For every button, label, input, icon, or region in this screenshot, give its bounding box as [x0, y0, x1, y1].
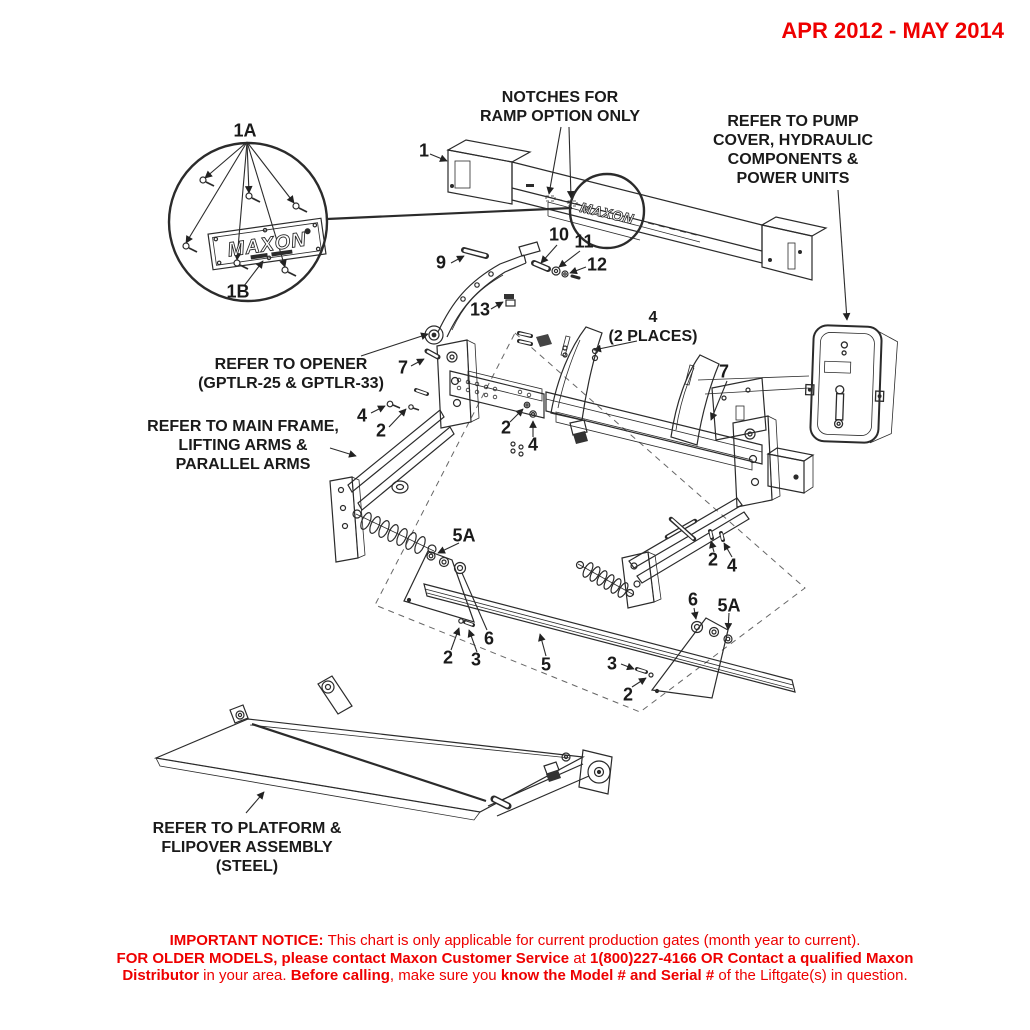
part-label: 5A — [717, 595, 741, 616]
part-label: 4 — [356, 405, 368, 426]
callout-line: COMPONENTS & — [727, 151, 859, 168]
part-label: 11 — [574, 231, 594, 252]
callout-line: FLIPOVER ASSEMBLY — [161, 839, 333, 856]
callout-line: REFER TO OPENER — [214, 356, 368, 373]
callout-line: (2 PLACES) — [608, 328, 698, 345]
part-label: 12 — [586, 254, 608, 275]
platform-assembly — [153, 675, 613, 821]
part-label: 5A — [452, 525, 476, 546]
callout-two-places: 4 (2 PLACES) — [609, 308, 698, 346]
rivet-icons — [182, 176, 308, 277]
callout-platform: REFER TO PLATFORM & FLIPOVER ASSEMBLY (S… — [153, 819, 342, 876]
part-label: 1 — [418, 140, 430, 161]
callout-line: LIFTING ARMS & — [178, 437, 308, 454]
callout-line: REFER TO PUMP — [727, 113, 859, 130]
part-label: 3 — [470, 649, 482, 670]
notice-line: Distributor in your area. Before calling… — [122, 967, 908, 984]
callout-pump: REFER TO PUMP COVER, HYDRAULIC COMPONENT… — [713, 112, 873, 188]
part-label: 2 — [375, 420, 387, 441]
notice-line: IMPORTANT NOTICE: This chart is only app… — [169, 932, 861, 949]
maxon-logo-on-beam: MAXON — [579, 199, 636, 227]
part-label: 7 — [718, 361, 730, 382]
part-label: 6 — [687, 589, 699, 610]
opener-arm — [424, 241, 581, 345]
right-lifting-arm — [575, 415, 815, 609]
part-label: 13 — [469, 299, 491, 320]
important-notice: IMPORTANT NOTICE: This chart is only app… — [0, 932, 1030, 985]
part-label: 4 — [527, 434, 539, 455]
part-label: 4 — [726, 555, 738, 576]
notice-line: FOR OLDER MODELS, please contact Maxon C… — [116, 949, 914, 967]
callout-line: POWER UNITS — [736, 170, 850, 187]
pump-cover — [697, 324, 898, 444]
part-label: 1B — [226, 281, 250, 302]
part-label: 6 — [483, 628, 495, 649]
part-label: 2 — [622, 684, 634, 705]
callout-notches: NOTCHES FOR RAMP OPTION ONLY — [480, 88, 640, 126]
date-range-header: APR 2012 - MAY 2014 — [781, 18, 1004, 43]
part-label: 2 — [442, 647, 454, 668]
main-frame-center — [449, 326, 767, 471]
lower-bar-assembly — [403, 550, 796, 699]
part-label: 10 — [548, 224, 570, 245]
left-spring — [360, 512, 426, 554]
callout-line: RAMP OPTION ONLY — [479, 108, 641, 125]
left-lifting-arm — [329, 339, 480, 563]
part-label: 7 — [397, 357, 409, 378]
part-label: 5 — [540, 654, 552, 675]
part-label: 2 — [707, 549, 719, 570]
callout-line: (STEEL) — [215, 858, 279, 875]
right-spring — [582, 562, 629, 598]
callout-line: PARALLEL ARMS — [175, 456, 311, 473]
part-label: 9 — [435, 252, 447, 273]
part-label: 1A — [233, 120, 257, 141]
callout-line: (GPTLR-25 & GPTLR-33) — [198, 375, 384, 392]
callout-opener: REFER TO OPENER (GPTLR-25 & GPTLR-33) — [198, 355, 384, 393]
callout-line: COVER, HYDRAULIC — [712, 132, 874, 149]
callout-line: 4 — [648, 309, 658, 326]
part-label: 2 — [500, 417, 512, 438]
nameplate-detail-circle: MAXON — [167, 141, 573, 303]
callout-main-frame: REFER TO MAIN FRAME, LIFTING ARMS & PARA… — [147, 417, 339, 474]
platform-location-dashed-outline — [374, 332, 806, 713]
callout-line: REFER TO MAIN FRAME, — [147, 418, 339, 435]
callout-line: REFER TO PLATFORM & — [152, 820, 342, 837]
leader-lines — [185, 126, 851, 814]
callout-line: NOTCHES FOR — [501, 89, 619, 106]
part-label: 3 — [606, 653, 618, 674]
